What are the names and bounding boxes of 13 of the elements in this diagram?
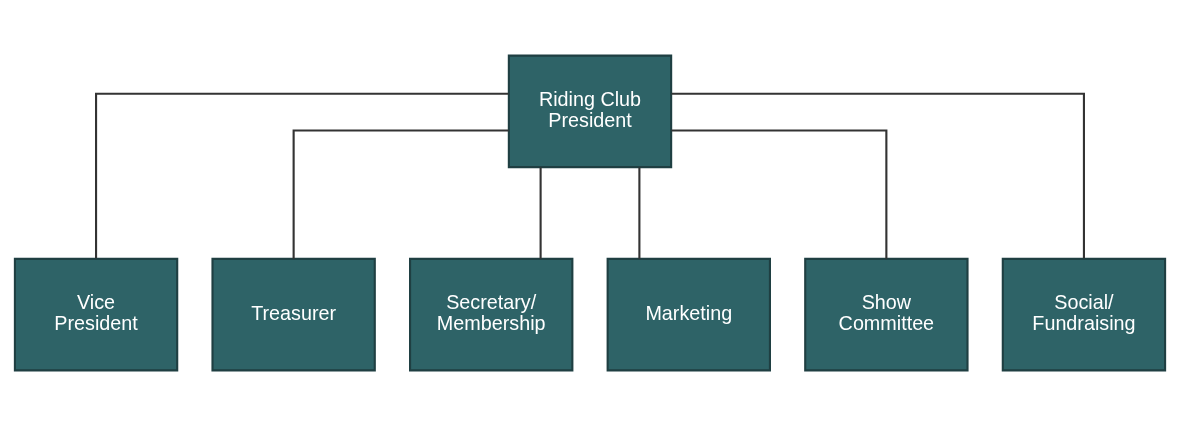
connector <box>292 129 509 259</box>
node-box: Show Committee <box>804 257 969 372</box>
connector <box>671 129 888 259</box>
node-box: Secretary/ Membership <box>409 257 574 372</box>
node-box: Treasurer <box>211 257 376 372</box>
node-box: Vice President <box>13 257 179 372</box>
node-box: Riding Club President <box>507 54 673 169</box>
connector <box>638 167 641 259</box>
connector <box>539 167 542 259</box>
connector <box>671 92 1085 259</box>
connector <box>95 92 509 259</box>
node-box: Marketing <box>606 257 771 372</box>
node-box: Social/ Fundraising <box>1001 257 1167 372</box>
